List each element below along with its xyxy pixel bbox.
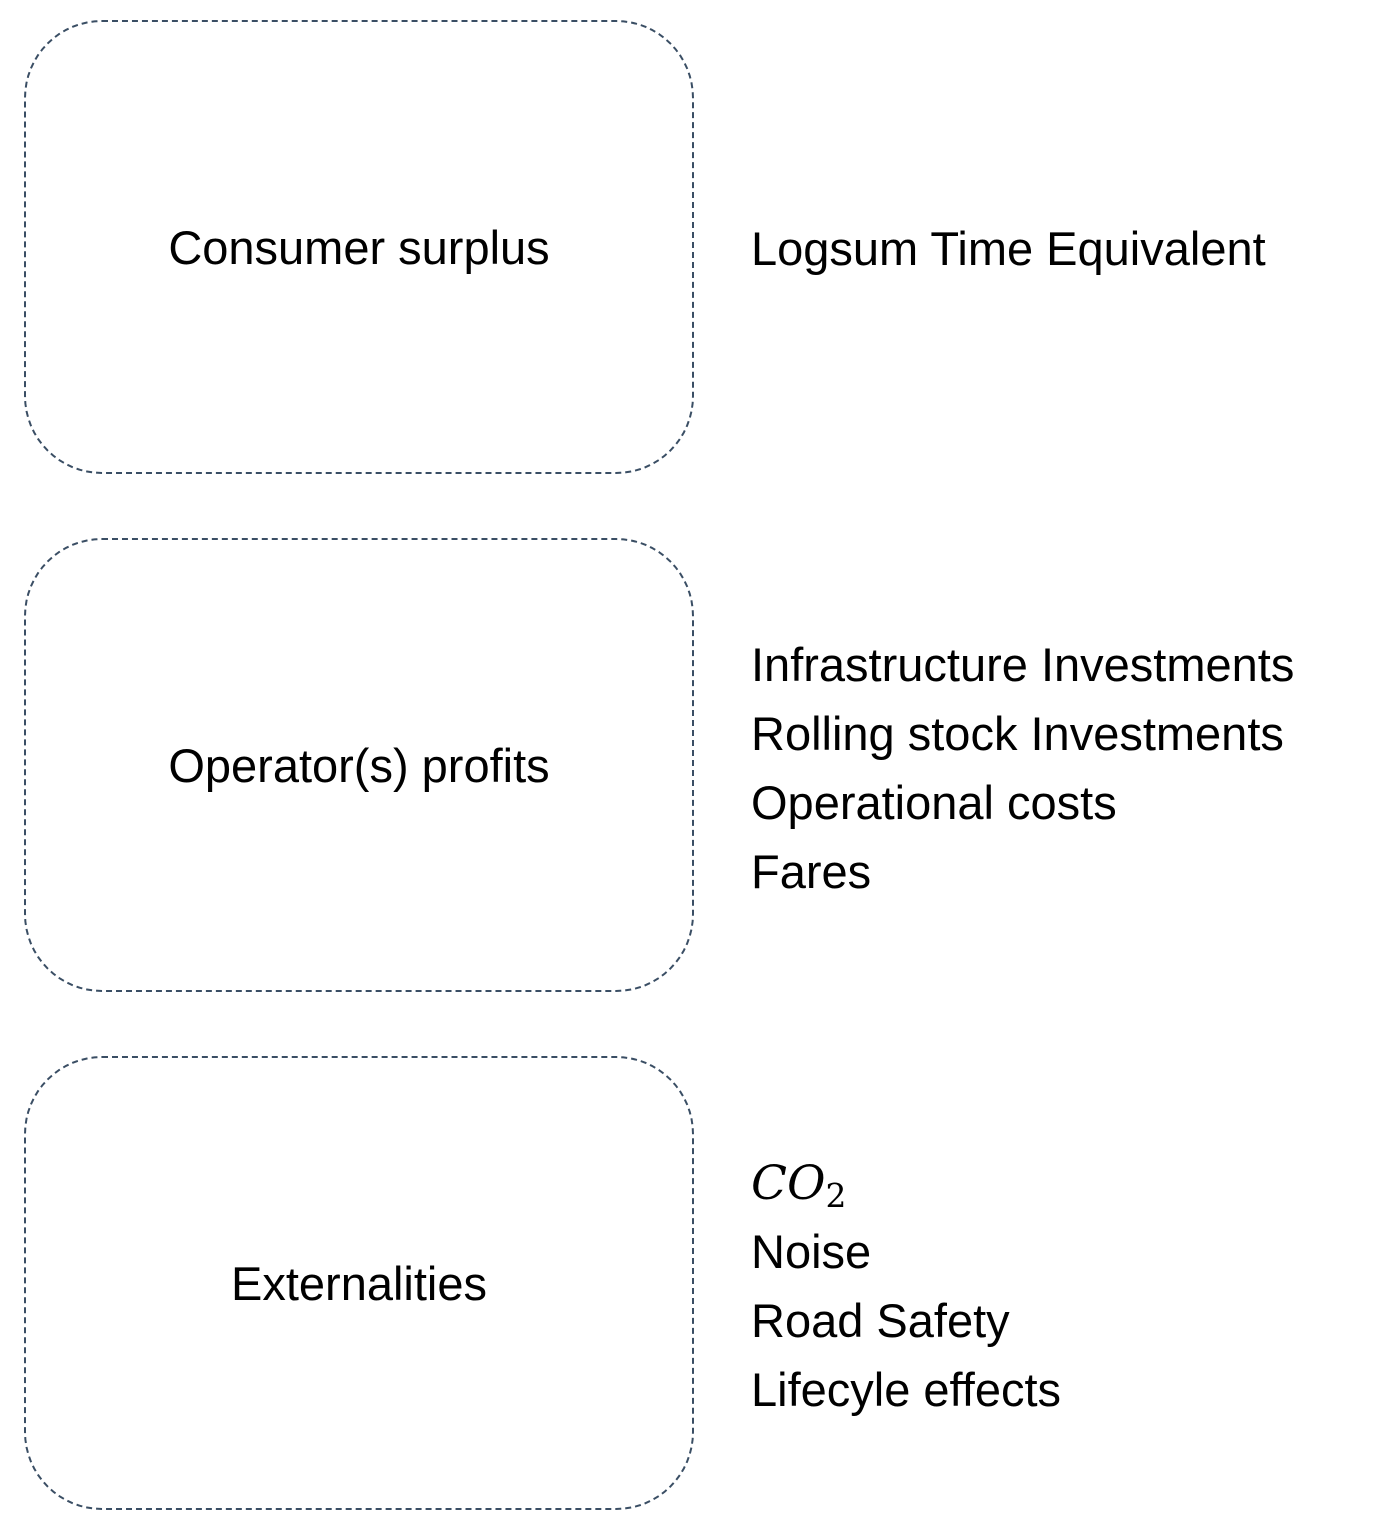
- operator-profits-items: Infrastructure Investments Rolling stock…: [751, 630, 1294, 906]
- consumer-surplus-items: Logsum Time Equivalent: [751, 214, 1266, 283]
- operator-profits-box: Operator(s) profits: [24, 538, 694, 992]
- externalities-label: Externalities: [231, 1256, 487, 1310]
- externalities-items: CO2 Noise Road Safety Lifecyle effects: [751, 1148, 1061, 1424]
- list-item: Noise: [751, 1225, 872, 1278]
- co2-subscript: 2: [825, 1176, 847, 1216]
- list-item: Lifecyle effects: [751, 1363, 1062, 1416]
- list-item: Logsum Time Equivalent: [751, 222, 1266, 275]
- list-item: Rolling stock Investments: [751, 707, 1284, 760]
- list-item: Fares: [751, 845, 872, 898]
- consumer-surplus-label: Consumer surplus: [168, 220, 550, 274]
- externalities-box: Externalities: [24, 1056, 694, 1510]
- consumer-surplus-box: Consumer surplus: [24, 20, 694, 474]
- list-item: Road Safety: [751, 1294, 1010, 1347]
- list-item: Operational costs: [751, 776, 1117, 829]
- co2-item: CO2: [751, 1148, 1061, 1217]
- co2-base: CO: [751, 1156, 826, 1211]
- list-item: Infrastructure Investments: [751, 638, 1295, 691]
- operator-profits-label: Operator(s) profits: [168, 738, 550, 792]
- co2-formula: CO2: [751, 1156, 846, 1215]
